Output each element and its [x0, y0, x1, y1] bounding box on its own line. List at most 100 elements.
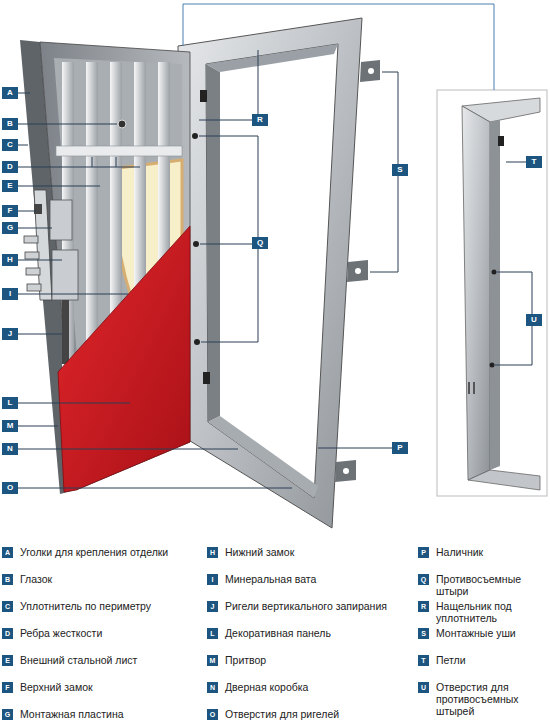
callout-letter: P: [392, 442, 408, 454]
callout-badge: S: [392, 164, 408, 176]
key-letter: J: [207, 601, 218, 612]
callout-badge: N: [2, 443, 18, 455]
callout-badge: L: [2, 397, 18, 409]
key-entry: C Уплотнитель по периметру: [2, 600, 200, 612]
callout-letter: E: [2, 180, 18, 192]
callout-badge: G: [2, 222, 18, 234]
key-letter: O: [207, 709, 218, 720]
callout-letter: J: [2, 328, 18, 340]
key-letter: U: [418, 682, 429, 693]
callout-badge: A: [2, 87, 18, 99]
key-entry: Q Противосъемные штыри: [418, 573, 546, 597]
key-letter: G: [2, 709, 13, 720]
key-text: Монтажная пластина: [20, 708, 200, 720]
frame-detail: [437, 90, 547, 496]
key-text: Внешний стальной лист: [20, 654, 200, 666]
callout-badge: T: [526, 156, 542, 168]
callout-letter: Q: [252, 237, 268, 249]
key-entry: F Верхний замок: [2, 681, 200, 693]
callout-letter: D: [2, 161, 18, 173]
key-entry: L Декоративная панель: [207, 627, 410, 639]
key-text: Отверстия для ригелей: [225, 708, 410, 720]
callout-letter: M: [2, 420, 18, 432]
key-text: Дверная коробка: [225, 681, 410, 693]
key-letter: R: [418, 601, 429, 612]
key-text: Петли: [436, 654, 546, 666]
key-text: Монтажные уши: [436, 627, 546, 639]
callout-letter: B: [2, 118, 18, 130]
callout-letter: N: [2, 443, 18, 455]
key-entry: E Внешний стальной лист: [2, 654, 200, 666]
callout-letter: H: [2, 254, 18, 266]
callout-badge: C: [2, 139, 18, 151]
key-text: Ригели вертикального запирания: [225, 600, 410, 612]
key-letter: T: [418, 655, 429, 666]
key-text: Верхний замок: [20, 681, 200, 693]
key-text: Декоративная панель: [225, 627, 410, 639]
callout-letter: I: [2, 288, 18, 300]
callout-badge: M: [2, 420, 18, 432]
key-text: Нащельник под уплотнитель: [436, 600, 546, 624]
key-entry: I Минеральная вата: [207, 573, 410, 585]
key-letter: D: [2, 628, 13, 639]
key-text: Минеральная вата: [225, 573, 410, 585]
key-letter: C: [2, 601, 13, 612]
key-letter: H: [207, 547, 218, 558]
callout-badge: E: [2, 180, 18, 192]
callout-badge: R: [252, 114, 268, 126]
key-entry: U Отверстия для противосъемных штырей: [418, 681, 546, 717]
key-letter: L: [207, 628, 218, 639]
key-text: Уплотнитель по периметру: [20, 600, 200, 612]
key-letter: E: [2, 655, 13, 666]
callout-letter: T: [526, 156, 542, 168]
callout-letter: A: [2, 87, 18, 99]
key-text: Ребра жесткости: [20, 627, 200, 639]
key-text: Отверстия для противосъемных штырей: [436, 681, 546, 717]
key-text: Наличник: [436, 546, 546, 558]
callout-letter: U: [526, 314, 542, 326]
key-entry: P Наличник: [418, 546, 546, 558]
key-entry: BГлазок: [2, 573, 200, 585]
key-letter: F: [2, 682, 13, 693]
door-frame: [178, 18, 380, 528]
callout-badge: Q: [252, 237, 268, 249]
callout-badge: U: [526, 314, 542, 326]
key-letter: M: [207, 655, 218, 666]
key-letter: N: [207, 682, 218, 693]
callout-badge: J: [2, 328, 18, 340]
key-text: Уголки для крепления отделки: [20, 546, 200, 558]
key-letter: S: [418, 628, 429, 639]
key-entry: R Нащельник под уплотнитель: [418, 600, 546, 624]
callout-letter: C: [2, 139, 18, 151]
callout-letter: L: [2, 397, 18, 409]
key-letter: I: [207, 574, 218, 585]
callout-badge: P: [392, 442, 408, 454]
key-text: Нижний замок: [225, 546, 410, 558]
callout-letter: S: [392, 164, 408, 176]
key-text: Противосъемные штыри: [436, 573, 546, 597]
key-entry: G Монтажная пластина: [2, 708, 200, 720]
callout-letter: R: [252, 114, 268, 126]
key-entry: N Дверная коробка: [207, 681, 410, 693]
key-text: Притвор: [225, 654, 410, 666]
key-entry: H Нижний замок: [207, 546, 410, 558]
callout-badge: B: [2, 118, 18, 130]
callout-letter: F: [2, 205, 18, 217]
key-letter: Q: [418, 574, 429, 585]
key-letter: B: [2, 574, 13, 585]
callout-letter: O: [2, 482, 18, 494]
leader-lines: [14, 4, 532, 488]
key-letter: P: [418, 547, 429, 558]
key-entry: T Петли: [418, 654, 546, 666]
key-entry: A Уголки для крепления отделки: [2, 546, 200, 558]
callout-badge: F: [2, 205, 18, 217]
callout-badge: I: [2, 288, 18, 300]
key-letter: A: [2, 547, 13, 558]
callout-badge: D: [2, 161, 18, 173]
key-entry: D Ребра жесткости: [2, 627, 200, 639]
key-entry: S Монтажные уши: [418, 627, 546, 639]
key-entry: M Притвор: [207, 654, 410, 666]
callout-badge: O: [2, 482, 18, 494]
key-entry: J Ригели вертикального запирания: [207, 600, 410, 612]
